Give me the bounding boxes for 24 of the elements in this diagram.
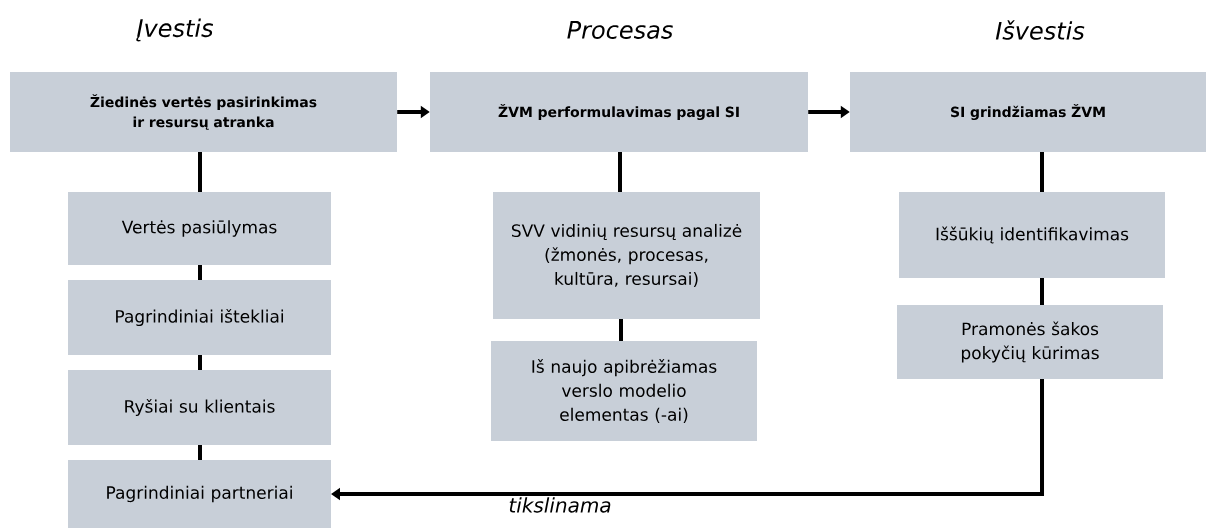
column-heading: Įvestis [136, 18, 214, 42]
process-box: Ryšiai su klientais [68, 370, 331, 445]
connector-line [198, 265, 202, 280]
process-box: Pagrindiniai partneriai [68, 460, 331, 528]
process-box: Pagrindiniai ištekliai [68, 280, 331, 355]
process-box: Žiedinės vertės pasirinkimas ir resursų atranka [10, 72, 397, 152]
process-box: Pramonės šakos pokyčių kūrimas [897, 305, 1163, 379]
connector-line [198, 445, 202, 460]
connector-line [331, 379, 1044, 501]
connector-line [198, 355, 202, 370]
process-box: Iššūkių identifikavimas [899, 192, 1165, 278]
process-box: Vertės pasiūlymas [68, 192, 331, 265]
column-heading: Išvestis [995, 20, 1085, 40]
connector-line [618, 152, 622, 192]
connector-line [1040, 278, 1044, 305]
column-heading: Procesas [567, 21, 673, 39]
process-box: SI grindžiamas ŽVM [850, 72, 1206, 152]
process-box: Iš naujo apibrėžiamas verslo modelio elementas (-ai) [491, 341, 757, 441]
connector-line [1040, 152, 1044, 192]
edge-label: tikslinama [509, 497, 611, 513]
connector-line [198, 152, 202, 192]
process-box: ŽVM performulavimas pagal SI [430, 72, 808, 152]
connector-line [619, 319, 623, 341]
process-box: SVV vidinių resursų analizė (žmonės, procesas, kultūra, resursai) [493, 192, 760, 319]
